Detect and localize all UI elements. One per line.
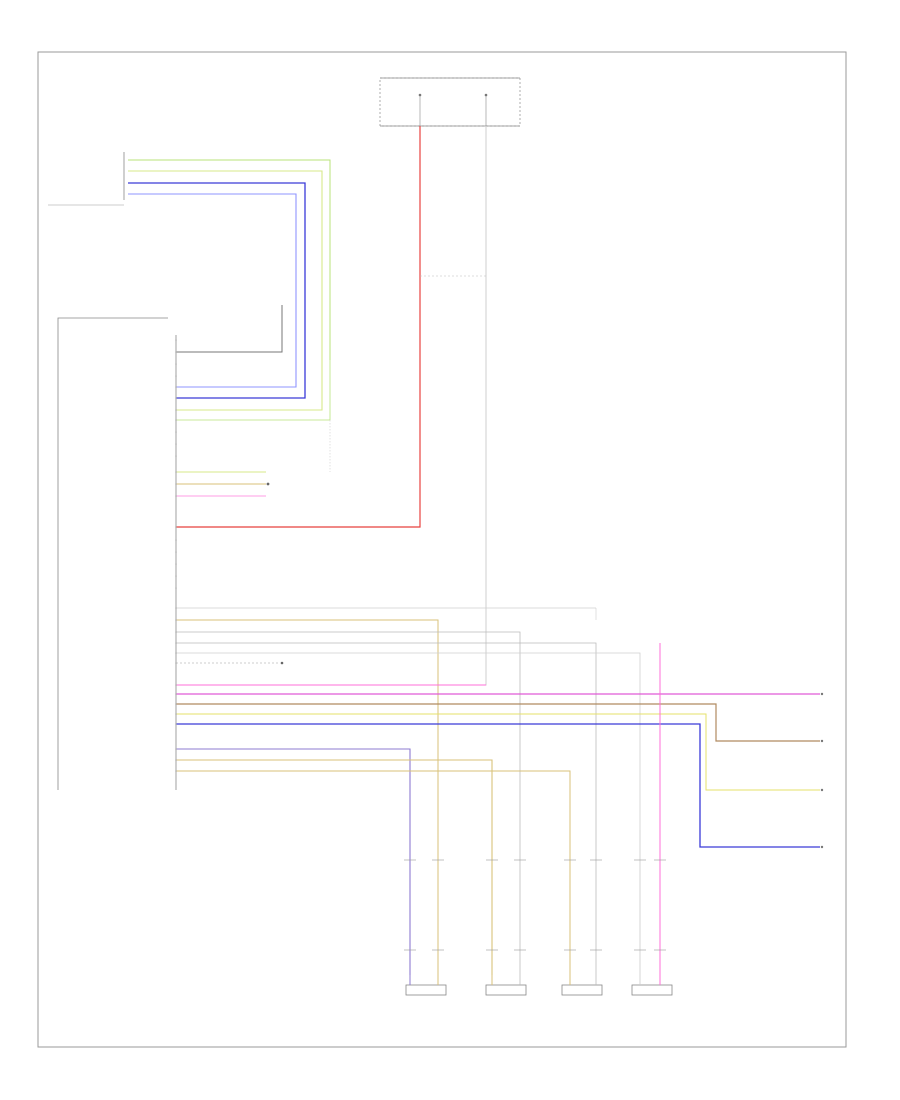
wire-red-power [176,126,421,528]
wire-grey-drain [176,305,283,353]
wire-yellow-right [176,713,820,791]
speaker-left-front [561,975,603,996]
audio-control-module [57,317,177,790]
sync-connector [48,152,125,206]
wire-purple-low [176,748,411,975]
wire-green-2 [176,360,331,421]
fuse-box [379,77,521,127]
speaker-left-rear [485,975,527,996]
wire-spk-5 [176,652,641,830]
wire-blue-right [176,723,820,848]
diagram-frame [37,51,847,1048]
wire-yellow-green-1 [128,170,323,411]
right-terminals [820,692,824,849]
wire-white-power [176,126,487,686]
wire-tan-low [176,759,493,975]
wire-tan-low-2 [176,770,571,975]
wire-spk-4 [176,642,597,830]
wire-green-1 [128,159,331,360]
wire-blue-1 [128,182,306,399]
wire-spk-3 [176,631,521,830]
speaker-right-rear [405,975,447,996]
wire-light-blue-1 [128,193,297,388]
wire-spk-2 [176,619,439,830]
module-pin-ticks [175,339,177,772]
speaker-connectors [404,859,666,951]
speaker-right-front [631,975,673,996]
wire-tan-right [176,703,820,742]
